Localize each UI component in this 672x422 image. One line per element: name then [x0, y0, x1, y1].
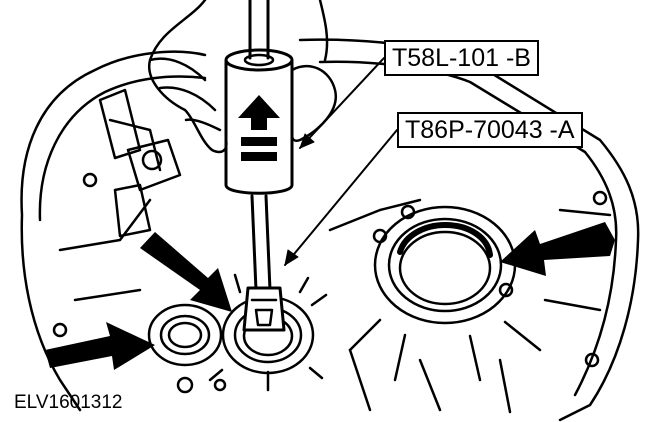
slide-hammer-shaft-top [248, 0, 270, 60]
tool-stripe [241, 137, 277, 146]
bolt-boss [584, 352, 600, 368]
callout-tool-b: T58L-101 -B [384, 40, 539, 76]
bore-radial-lines [348, 318, 542, 382]
pointer-arrow-left [45, 322, 155, 370]
bolt-boss [498, 282, 514, 298]
slide-hammer-shaft-hole [243, 53, 275, 67]
tool-stripe [241, 152, 277, 161]
slide-hammer-top [224, 48, 294, 72]
bolt-boss [592, 190, 608, 206]
bore-shading [397, 222, 493, 258]
case-ribs [58, 118, 612, 414]
small-bore-core [167, 321, 203, 349]
small-bore-inner [159, 314, 211, 356]
shift-pivot [141, 149, 163, 171]
leader-arrowhead-b [299, 133, 315, 149]
shift-bracket [98, 88, 182, 238]
small-bore-outer [147, 303, 223, 367]
callout-tool-a: T86P-70043 -A [397, 112, 583, 148]
slide-hammer-shaft-lower [250, 194, 272, 292]
bolt-boss [213, 378, 227, 392]
up-arrow-icon [238, 95, 280, 130]
leader-line-b [299, 57, 385, 149]
pointer-arrow-center [140, 232, 232, 312]
large-bore-inner [398, 230, 492, 306]
pointer-arrow-right [500, 222, 615, 276]
bolt-boss [176, 376, 194, 394]
leader-arrowhead-a [284, 249, 299, 266]
bolt-boss [82, 172, 98, 188]
bolt-boss [52, 322, 68, 338]
figure-code: ELV1601312 [14, 392, 123, 413]
seal-remover-jaw [250, 298, 278, 327]
leader-line-a [284, 129, 398, 266]
large-bore-mid [387, 217, 503, 313]
